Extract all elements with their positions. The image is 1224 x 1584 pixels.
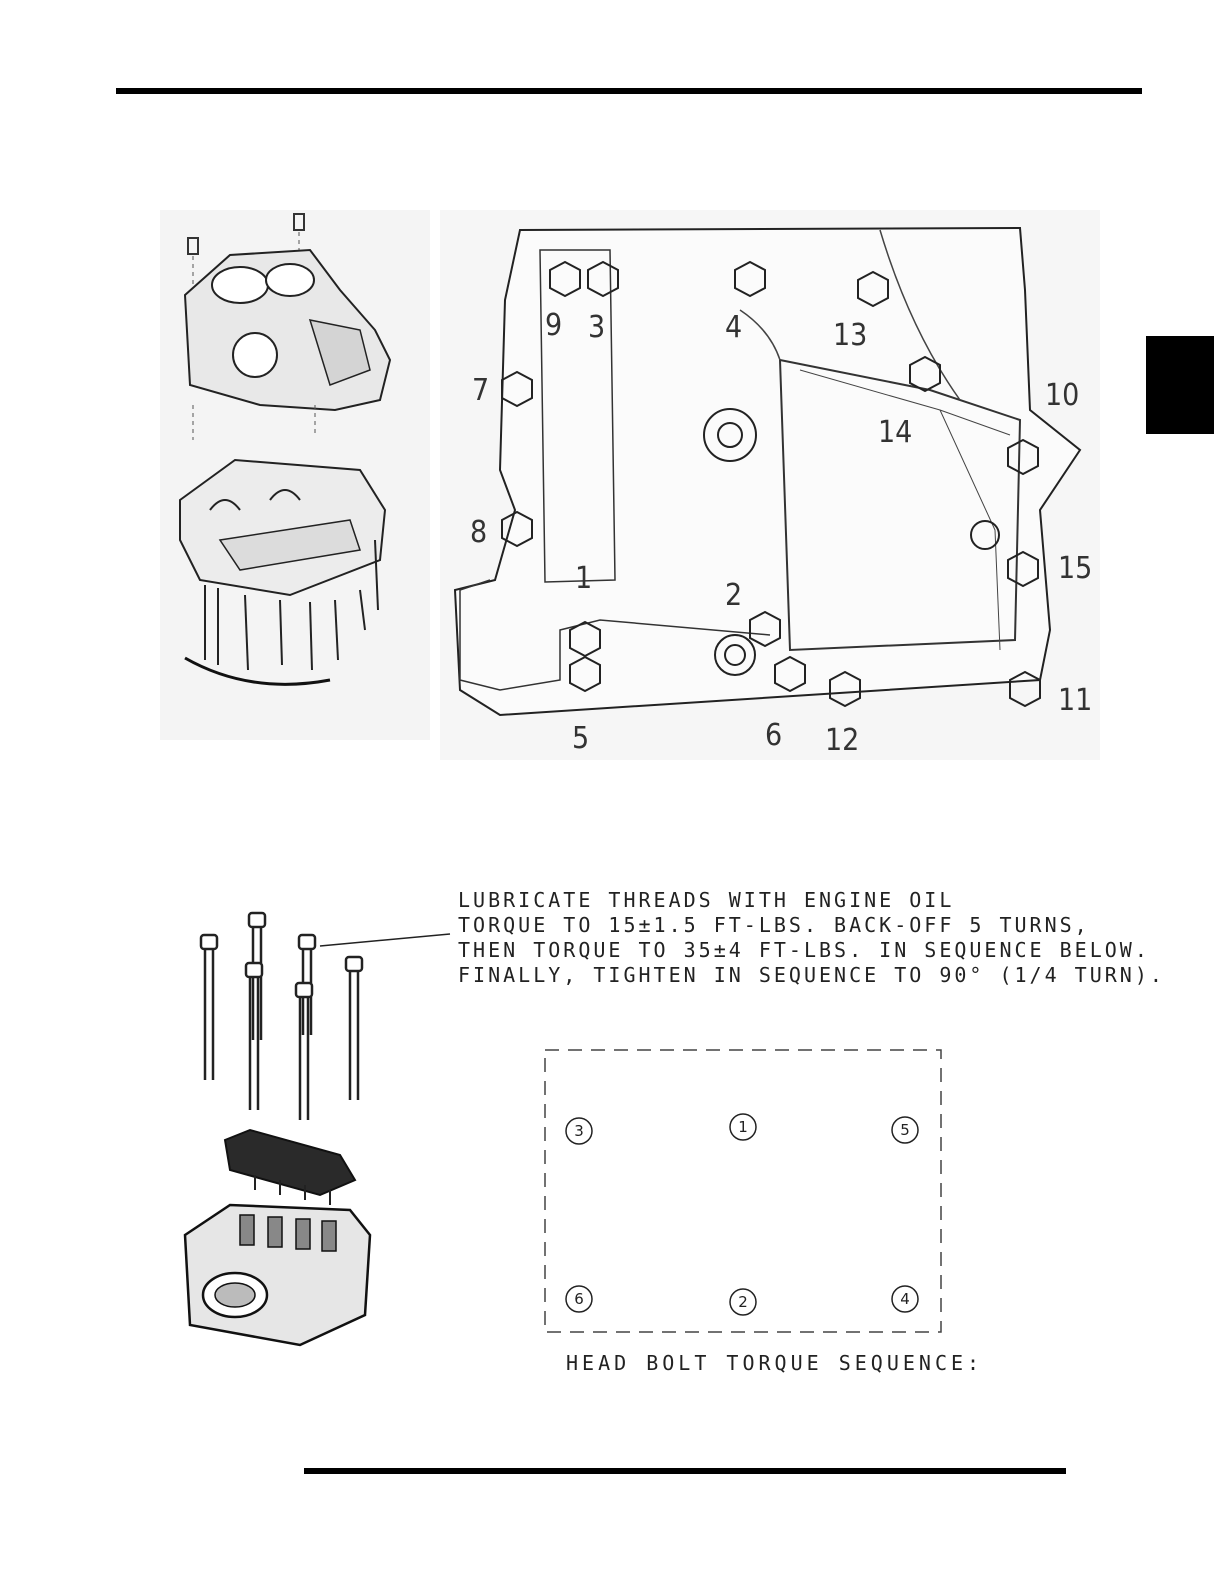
sequence-position-5: 5 [900,1121,910,1139]
head-bolt-torque-note: LUBRICATE THREADS WITH ENGINE OIL TORQUE… [455,885,1085,995]
sequence-position-2: 2 [738,1293,748,1311]
note-line-1: LUBRICATE THREADS WITH ENGINE OIL [458,888,954,912]
sequence-position-3: 3 [574,1122,584,1140]
note-line-2: TORQUE TO 15±1.5 FT-LBS. BACK-OFF 5 TURN… [458,913,1090,937]
sequence-position-6: 6 [574,1290,584,1308]
head-bolt-torque-sequence: 3 1 5 6 2 4 HEAD BOLT TORQUE SEQUENCE: [540,1045,950,1385]
sequence-title: HEAD BOLT TORQUE SEQUENCE: [566,1351,983,1375]
sequence-position-4: 4 [900,1290,910,1308]
note-line-4: FINALLY, TIGHTEN IN SEQUENCE TO 90° (1/4… [458,963,1165,987]
note-line-3: THEN TORQUE TO 35±4 FT-LBS. IN SEQUENCE … [458,938,1150,962]
sequence-position-1: 1 [738,1118,748,1136]
